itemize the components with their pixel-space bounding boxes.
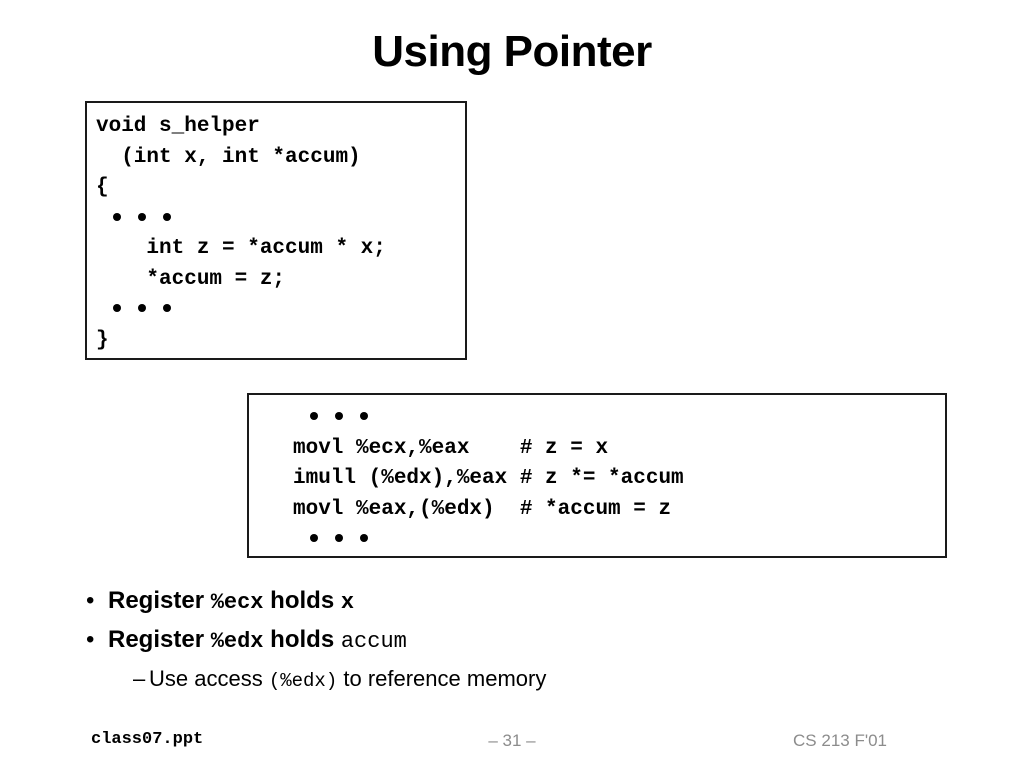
ellipsis-dot-icon: [335, 412, 343, 420]
bullet-marker-icon: •: [86, 626, 95, 653]
footer-course-label: CS 213 F'01: [793, 731, 887, 750]
sub-bullet-marker-icon: –: [133, 666, 146, 691]
bullet-text-part: Register: [108, 587, 211, 614]
bullet-item-label: Register %edx holds accum: [108, 621, 407, 660]
footer-page-number: – 31 –: [488, 731, 536, 750]
ellipsis-dot-icon: [360, 412, 368, 420]
asm-code-ellipsis: [293, 403, 945, 434]
ellipsis-dot-icon: [310, 412, 318, 420]
ellipsis-dot-icon: [163, 304, 171, 312]
bullet-text-part: holds: [263, 587, 341, 614]
footer-file-name: class07.ppt: [91, 730, 204, 749]
asm-code-ellipsis: [293, 525, 945, 556]
ellipsis-dot-icon: [113, 304, 121, 312]
sub-bullet-item-label: Use access (%edx) to reference memory: [149, 661, 546, 699]
ellipsis-dot-icon: [138, 304, 146, 312]
register-name-edx: %edx: [210, 629, 264, 654]
asm-code-line: movl %ecx,%eax # z = x: [293, 436, 609, 460]
variable-name-accum: accum: [340, 629, 407, 654]
ellipsis-dot-icon: [360, 534, 368, 542]
sub-bullet-text-part: Use access: [149, 666, 269, 691]
assembly-code-box: movl %ecx,%eax # z = x imull (%edx),%eax…: [247, 393, 947, 558]
c-code-line: (int x, int *accum): [96, 145, 361, 169]
page-title: Using Pointer: [372, 27, 652, 76]
c-source-code-box: void s_helper (int x, int *accum) { int …: [85, 101, 467, 360]
bullet-text-part: Register: [108, 626, 211, 653]
c-code-line: int z = *accum * x;: [96, 237, 386, 260]
sub-bullet-text-part: to reference memory: [337, 666, 547, 691]
ellipsis-dot-icon: [310, 534, 318, 542]
ellipsis-dot-icon: [113, 212, 121, 221]
ellipsis-dot-icon: [335, 534, 343, 542]
asm-code-line: imull (%edx),%eax # z *= *accum: [293, 467, 684, 490]
bullet-item-register-edx: • Register %edx holds accum: [86, 621, 946, 660]
ellipsis-dot-icon: [163, 212, 171, 221]
variable-name-x: x: [340, 590, 355, 615]
slide-footer: class07.ppt – 31 – CS 213 F'01: [0, 730, 1024, 760]
c-code-line: *accum = z;: [96, 267, 286, 291]
bullet-text-part: holds: [263, 626, 341, 653]
c-code-ellipsis: [96, 295, 465, 326]
memory-operand-edx: (%edx): [268, 670, 338, 692]
c-code-line: {: [96, 176, 109, 199]
ellipsis-dot-icon: [138, 212, 146, 221]
sub-bullet-item-use-access: – Use access (%edx) to reference memory: [133, 661, 946, 699]
c-code-ellipsis: [96, 204, 465, 235]
c-code-line: void s_helper: [96, 115, 260, 138]
c-code-line: }: [96, 328, 109, 352]
bullet-item-register-ecx: • Register %ecx holds x: [86, 582, 946, 621]
register-name-ecx: %ecx: [210, 590, 264, 615]
bullet-list: • Register %ecx holds x • Register %edx …: [86, 582, 946, 699]
bullet-item-label: Register %ecx holds x: [108, 582, 354, 621]
bullet-marker-icon: •: [86, 587, 95, 614]
asm-code-line: movl %eax,(%edx) # *accum = z: [293, 497, 672, 521]
